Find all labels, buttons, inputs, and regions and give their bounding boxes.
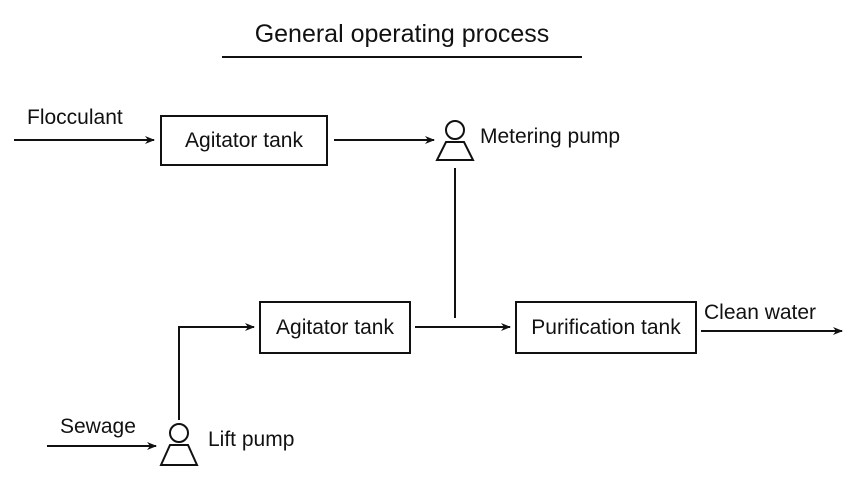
metering-pump-label: Metering pump [480, 125, 621, 148]
agitator-tank-top: Agitator tank [160, 115, 328, 166]
agitator-tank-top-label: Agitator tank [185, 128, 303, 152]
edge-lift-pump-to-agitator-bottom [178, 323, 255, 420]
agitator-tank-bottom: Agitator tank [259, 301, 411, 354]
diagram-title: General operating process [254, 20, 550, 48]
agitator-tank-bottom-label: Agitator tank [276, 315, 394, 339]
purification-tank-label: Purification tank [531, 315, 681, 339]
flocculant-label: Flocculant [27, 106, 123, 129]
clean-water-label: Clean water [704, 301, 817, 324]
purification-tank: Purification tank [515, 301, 697, 354]
lift-pump-label: Lift pump [208, 428, 295, 451]
metering-pump-icon [435, 120, 475, 161]
title-underline [222, 56, 582, 58]
lift-pump-icon [159, 423, 199, 466]
sewage-label: Sewage [60, 415, 136, 438]
